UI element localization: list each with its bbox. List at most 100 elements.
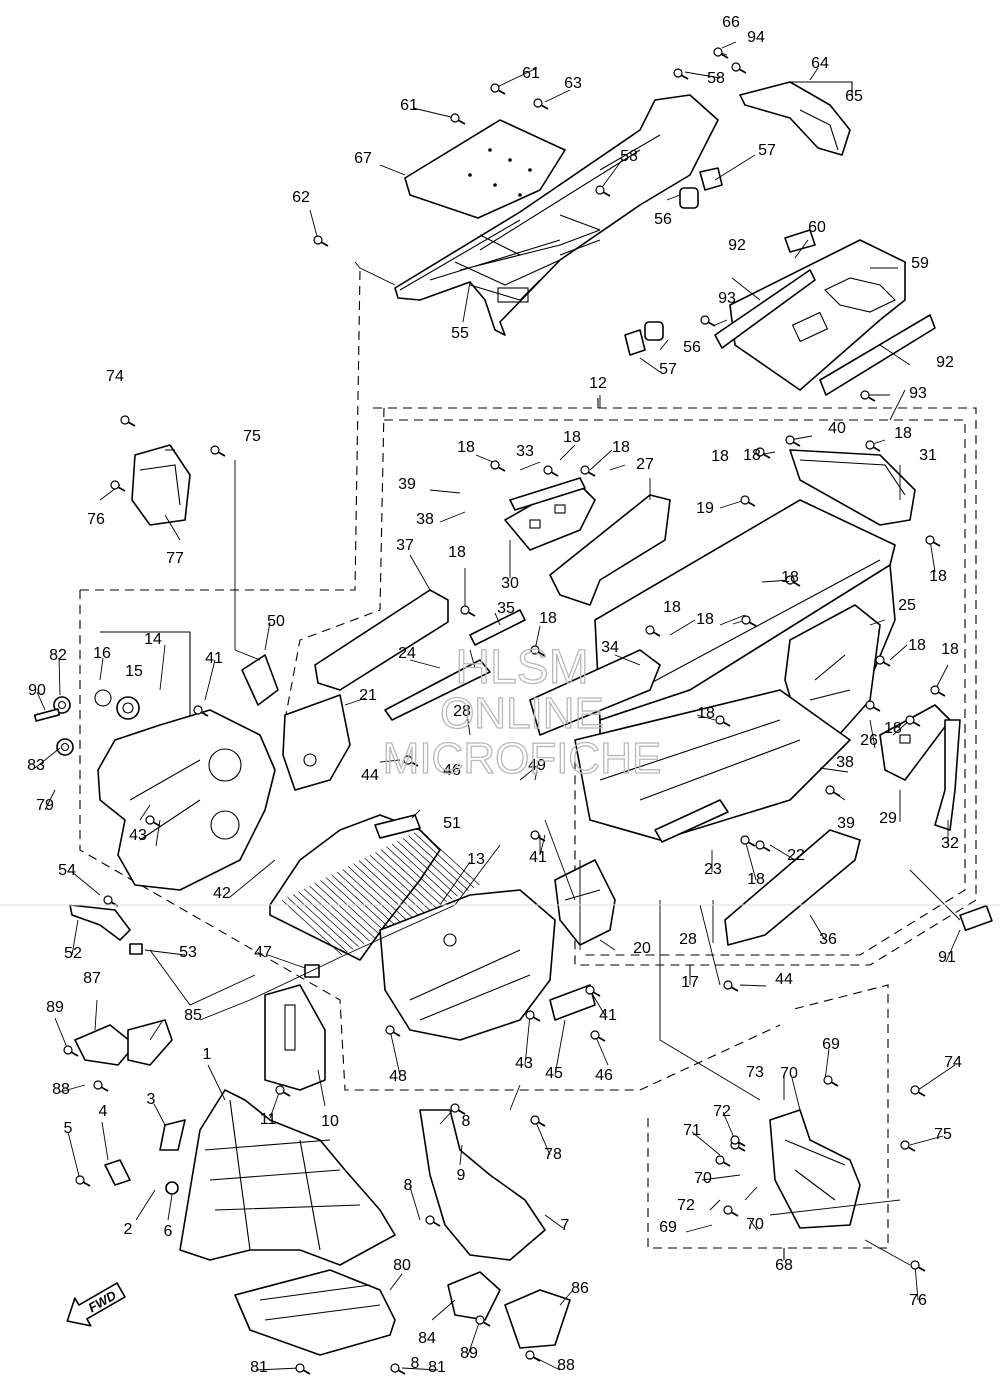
beam-37 xyxy=(314,589,449,691)
callout-87: 87 xyxy=(83,970,101,987)
callout-43: 43 xyxy=(515,1055,533,1072)
callout-56: 56 xyxy=(654,211,672,228)
callout-27: 27 xyxy=(636,456,654,473)
callout-18: 18 xyxy=(884,720,902,737)
rail-92-lower xyxy=(819,314,936,396)
bolt-icon xyxy=(590,1030,606,1042)
fin-line xyxy=(320,880,381,936)
callout-81: 81 xyxy=(428,1359,446,1376)
callout-18: 18 xyxy=(747,871,765,888)
bolt-icon xyxy=(313,235,329,247)
callout-32: 32 xyxy=(941,835,959,852)
callout-12: 12 xyxy=(589,375,607,392)
callout-51: 51 xyxy=(443,815,461,832)
bolt-icon xyxy=(210,445,226,457)
callout-28: 28 xyxy=(453,703,471,720)
plate-59 xyxy=(729,239,906,391)
callout-33: 33 xyxy=(516,443,534,460)
bolt-icon xyxy=(425,1215,441,1227)
callout-11: 11 xyxy=(260,1111,277,1128)
callout-70: 70 xyxy=(780,1065,798,1082)
callout-41: 41 xyxy=(205,650,223,667)
callout-38: 38 xyxy=(836,754,854,771)
bolt-icon xyxy=(910,1260,926,1272)
callout-18: 18 xyxy=(743,447,761,464)
bolt-icon xyxy=(785,575,801,587)
bolt-icon xyxy=(475,1315,491,1327)
callout-39: 39 xyxy=(398,476,416,493)
callout-52: 52 xyxy=(64,945,82,962)
small-brackets-2-6 xyxy=(104,1119,186,1195)
bolt-icon xyxy=(120,415,136,427)
callout-18: 18 xyxy=(941,641,959,658)
bracket-57 xyxy=(624,167,723,356)
callout-18: 18 xyxy=(908,637,926,654)
fin-line xyxy=(314,882,376,939)
callout-61: 61 xyxy=(400,97,418,114)
fin-line xyxy=(413,832,475,889)
callout-76: 76 xyxy=(909,1292,927,1309)
callout-21: 21 xyxy=(359,687,377,704)
bolt-icon xyxy=(785,435,801,447)
bracket-51 xyxy=(374,814,421,839)
callout-56: 56 xyxy=(683,339,701,356)
bracket-64-65 xyxy=(739,81,851,156)
callout-47: 47 xyxy=(254,944,272,961)
callout-19: 19 xyxy=(696,500,714,517)
callout-67: 67 xyxy=(354,150,372,167)
plate-67 xyxy=(404,119,566,219)
callout-73: 73 xyxy=(746,1064,764,1081)
callout-6: 6 xyxy=(164,1223,173,1240)
callout-86: 86 xyxy=(571,1280,589,1297)
pin-90 xyxy=(33,708,61,722)
bolt-icon xyxy=(825,785,841,797)
bolt-icon xyxy=(103,895,119,907)
callout-22: 22 xyxy=(787,847,805,864)
callout-18: 18 xyxy=(711,448,729,465)
watermark-line-3: MICROFICHE xyxy=(383,734,662,783)
callout-26: 26 xyxy=(860,732,878,749)
callout-62: 62 xyxy=(292,189,310,206)
chassis-floor xyxy=(574,689,851,841)
fin-line xyxy=(309,885,370,942)
fin-line xyxy=(331,874,392,931)
fin-line xyxy=(408,835,469,891)
fin-line xyxy=(358,860,420,917)
fin-line xyxy=(364,857,425,914)
callout-82: 82 xyxy=(49,647,67,664)
callout-18: 18 xyxy=(697,705,715,722)
fin-line xyxy=(303,888,365,945)
callout-75: 75 xyxy=(934,1126,952,1143)
callout-57: 57 xyxy=(659,361,677,378)
fin-line xyxy=(386,846,447,903)
bolt-icon xyxy=(723,980,739,992)
callout-78: 78 xyxy=(544,1146,562,1163)
callout-18: 18 xyxy=(563,429,581,446)
callout-18: 18 xyxy=(457,439,475,456)
callout-8: 8 xyxy=(411,1355,420,1372)
callout-39: 39 xyxy=(837,815,855,832)
callout-18: 18 xyxy=(448,544,466,561)
bolt-icon xyxy=(741,615,757,627)
callout-18: 18 xyxy=(612,439,630,456)
bolt-icon xyxy=(925,535,941,547)
strip-23 xyxy=(654,799,729,843)
callout-16: 16 xyxy=(93,645,111,662)
bolt-icon xyxy=(865,700,881,712)
callout-71: 71 xyxy=(683,1122,701,1139)
fin-line xyxy=(397,840,458,897)
callout-92: 92 xyxy=(936,354,954,371)
bolt-icon xyxy=(865,440,881,452)
cover-85-87 xyxy=(74,1019,173,1066)
callout-72: 72 xyxy=(677,1197,695,1214)
callout-85: 85 xyxy=(184,1007,202,1024)
bolt-icon xyxy=(715,1155,731,1167)
callout-14: 14 xyxy=(144,631,162,648)
callout-59: 59 xyxy=(911,255,929,272)
callout-90: 90 xyxy=(28,682,46,699)
bolt-icon xyxy=(385,1025,401,1037)
callout-55: 55 xyxy=(451,325,469,342)
bolt-icon xyxy=(930,685,946,697)
callout-4: 4 xyxy=(99,1103,108,1120)
